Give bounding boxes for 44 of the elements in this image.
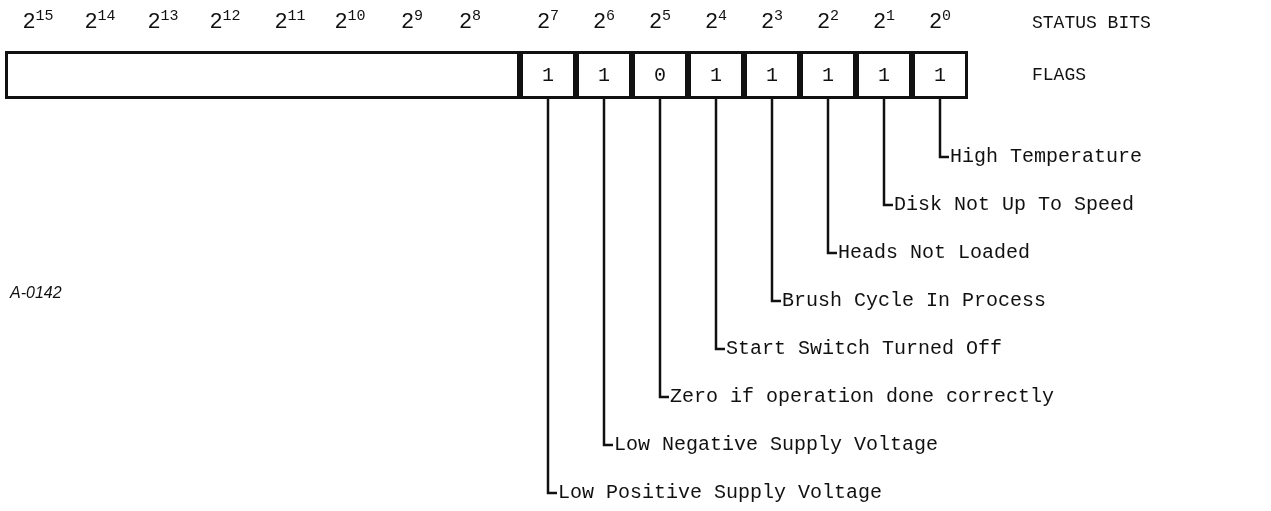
flag-bit-cell: 1 [520,51,576,99]
bit-weight: 2$^{1}$ [872,7,896,37]
flag-bit-cell: 1 [800,51,856,99]
bit-weight: 2$^{10}$ [334,7,366,37]
bit-weight: 2$^{4}$ [704,7,728,37]
leader-line [602,99,613,447]
bit-weight: 2$^{14}$ [84,7,116,37]
bit-weight: 2$^{5}$ [648,7,672,37]
leader-line [826,99,837,255]
bit-weight: 2$^{11}$ [274,7,306,37]
flag-description: Low Positive Supply Voltage [558,481,883,505]
bit-weight: 2$^{7}$ [536,7,560,37]
bit-weight: 2$^{13}$ [147,7,179,37]
bit-weight: 2$^{8}$ [458,7,482,37]
leader-line [938,99,949,159]
flag-description: Low Negative Supply Voltage [614,433,939,457]
row-label: STATUS BITS [1032,12,1151,35]
bit-weight: 2$^{6}$ [592,7,616,37]
flag-bit-cell: 1 [856,51,912,99]
bit-weight: 2$^{9}$ [400,7,424,37]
flag-bit-cell: 0 [632,51,688,99]
row-label: FLAGS [1032,64,1086,87]
flag-description: High Temperature [950,145,1143,169]
unused-bits-field [5,51,520,99]
flag-bit-cell: 1 [576,51,632,99]
flag-description: Heads Not Loaded [838,241,1031,265]
leader-line [658,99,669,399]
flag-description: Disk Not Up To Speed [894,193,1135,217]
bit-weight: 2$^{12}$ [209,7,241,37]
bit-weight: 2$^{3}$ [760,7,784,37]
flag-description: Start Switch Turned Off [726,337,1003,361]
leader-line [882,99,893,207]
figure-number: A-0142 [10,283,62,303]
bit-weight: 2$^{2}$ [816,7,840,37]
leader-line [546,99,557,495]
flag-bit-cell: 1 [688,51,744,99]
bit-weight: 2$^{15}$ [22,7,54,37]
flag-bit-cell: 1 [744,51,800,99]
flag-description: Zero if operation done correctly [670,385,1055,409]
leader-line [770,99,781,303]
flag-bit-cell: 1 [912,51,968,99]
bit-weight: 2$^{0}$ [928,7,952,37]
leader-line [714,99,725,351]
flag-description: Brush Cycle In Process [782,289,1047,313]
